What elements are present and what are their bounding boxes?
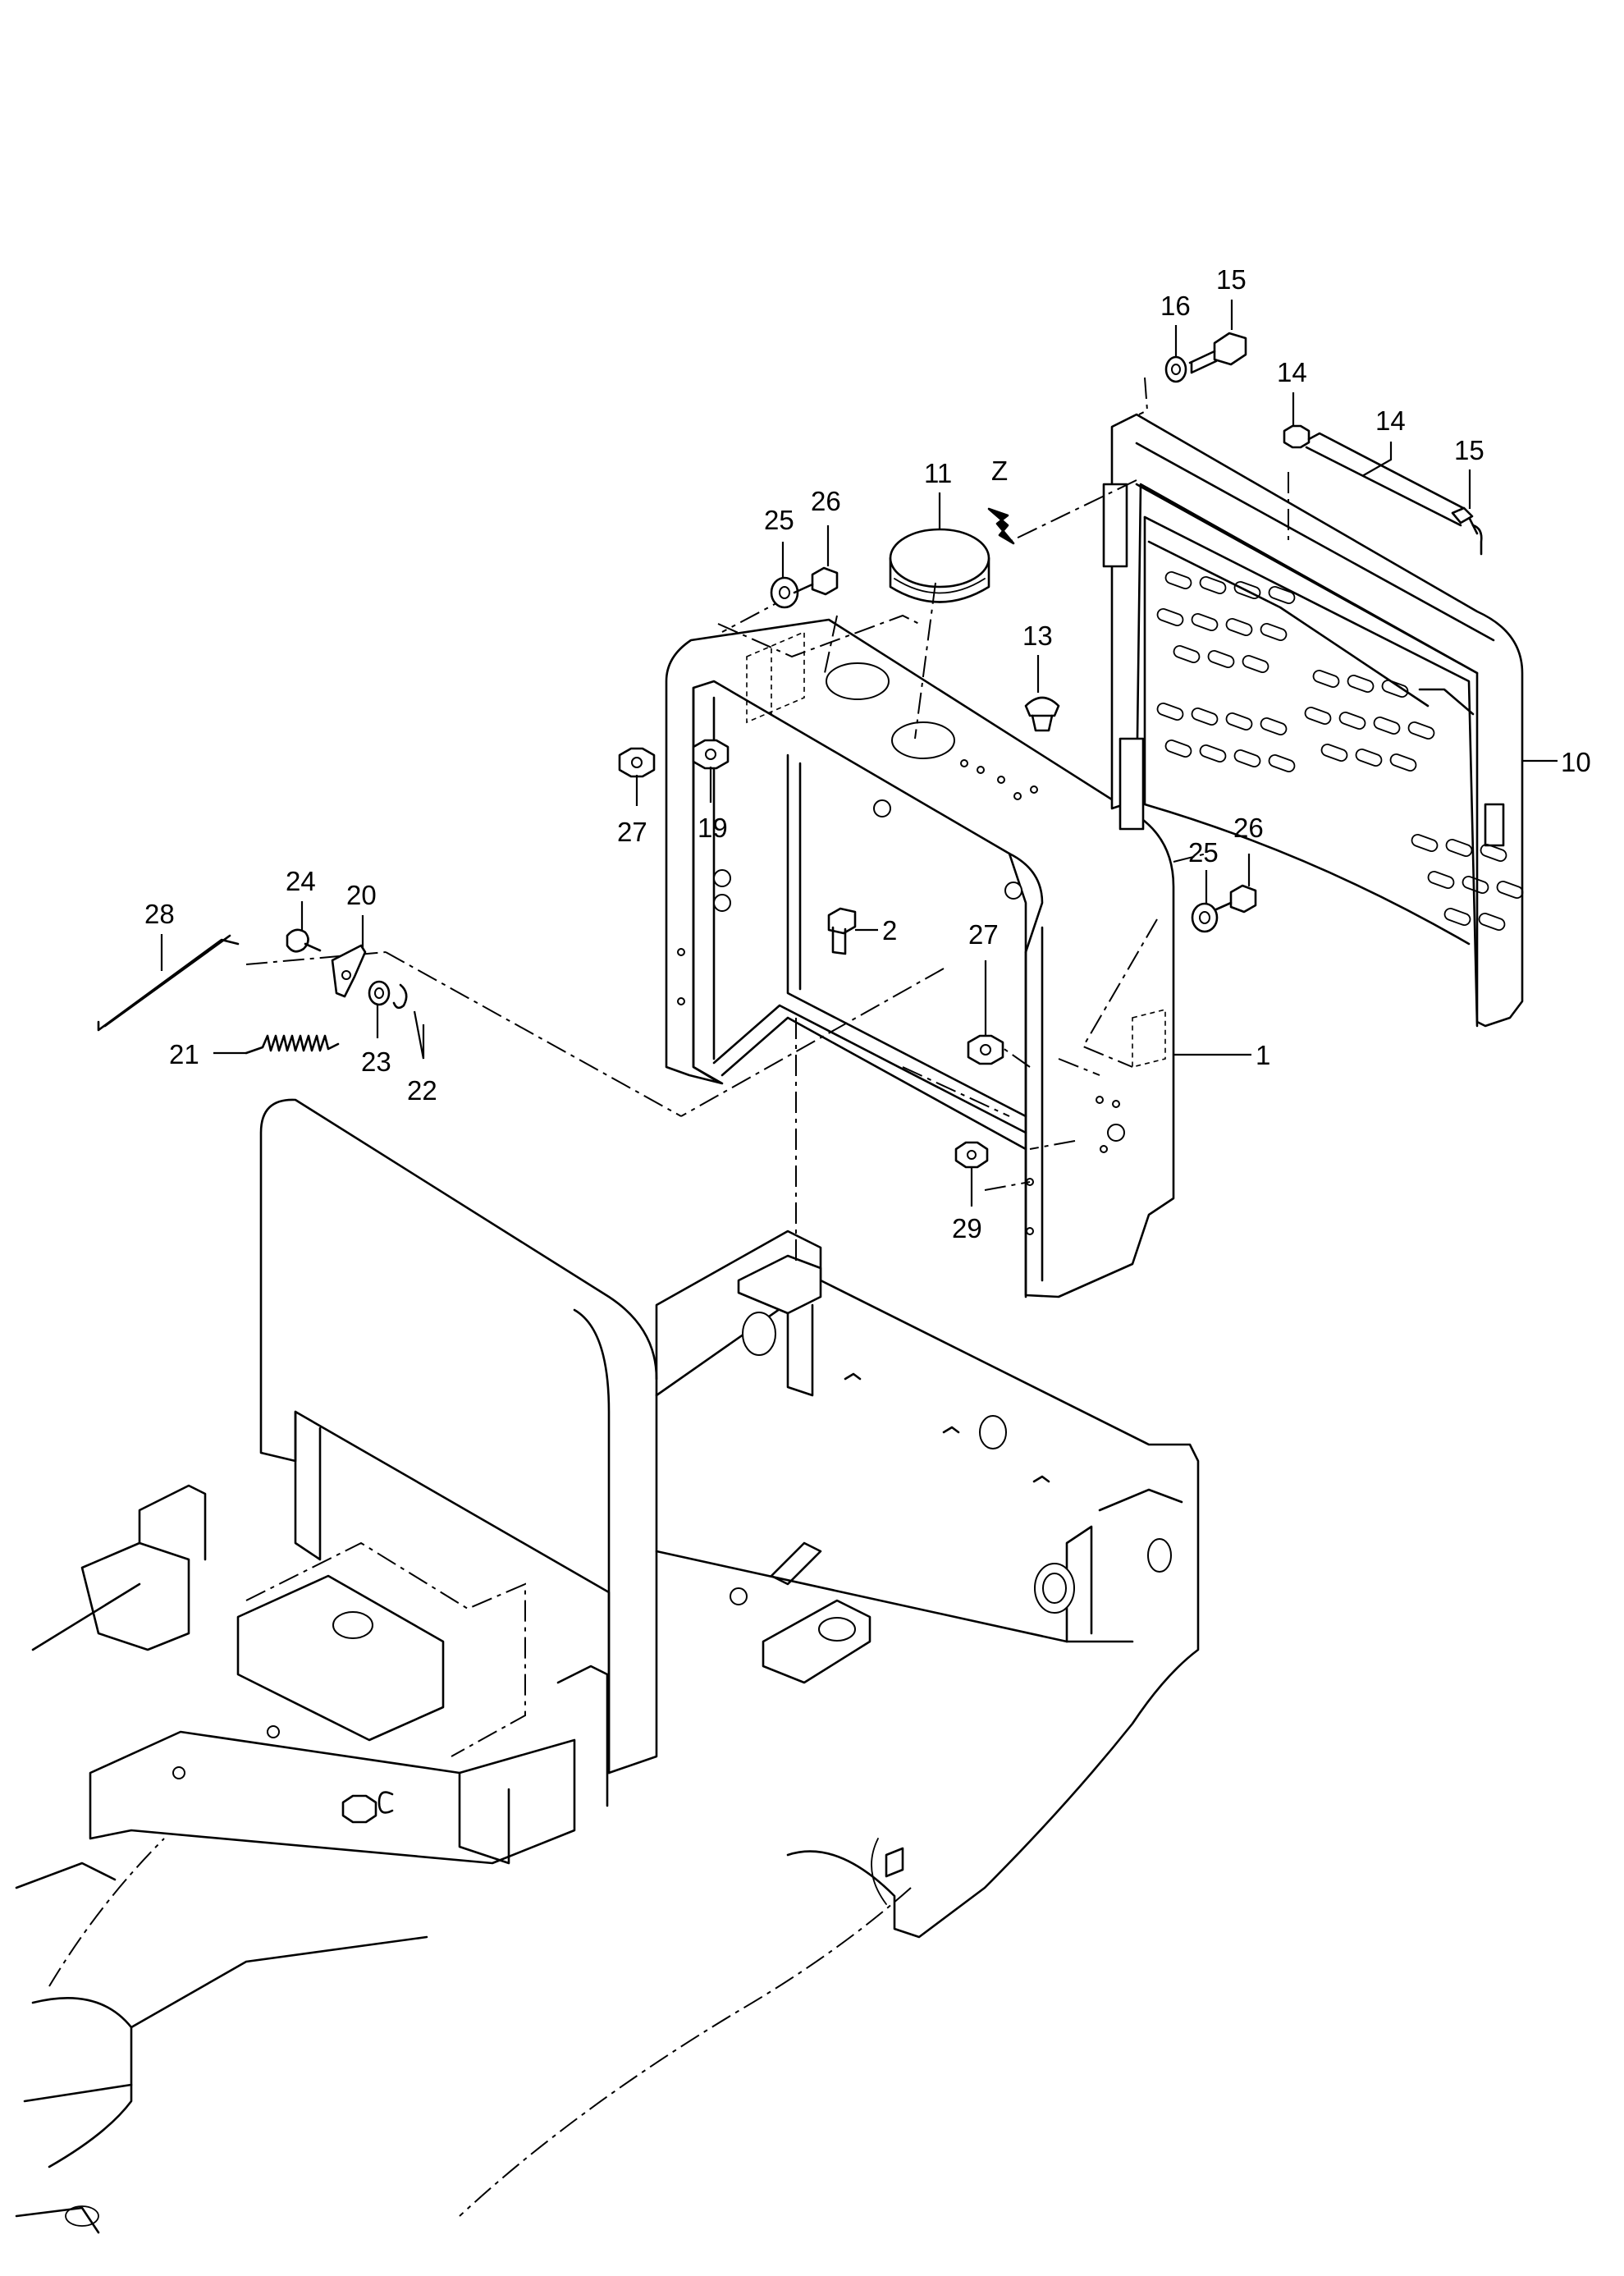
grille-slot (1207, 650, 1235, 668)
callout-15: 15 (1454, 435, 1484, 465)
callout-1: 1 (1256, 1040, 1270, 1070)
leader-lines (160, 300, 1558, 1207)
grille-slot (1462, 876, 1489, 894)
grille-slot (1225, 712, 1253, 730)
grille-slot (1191, 708, 1219, 726)
grille-slot (1156, 703, 1184, 721)
callout-2: 2 (882, 915, 897, 946)
grille-slot (1381, 680, 1409, 698)
grille-slot (1478, 913, 1506, 931)
hardware (97, 332, 1483, 1169)
grille-slot (1411, 834, 1439, 852)
callout-25-top: 25 (764, 505, 794, 535)
callout-17: 15 (1216, 264, 1247, 295)
grille-slot (1225, 618, 1253, 636)
callout-25-right: 25 (1188, 837, 1219, 868)
grille-slot (1260, 717, 1288, 735)
callout-27-right: 27 (968, 919, 999, 950)
grille-slot (1242, 655, 1269, 673)
grille-slots (1156, 571, 1524, 931)
grille-slot (1427, 871, 1455, 889)
callout-26-top: 26 (811, 486, 841, 516)
callout-13: 13 (1022, 621, 1053, 651)
callout-26-right: 26 (1233, 813, 1264, 843)
grille-slot (1373, 717, 1401, 735)
assembly-lines (245, 377, 1289, 1264)
grille-slot (1389, 753, 1417, 772)
grille-slot (1191, 613, 1219, 631)
callout-14: 14 (1375, 405, 1406, 436)
callout-22: 24 (286, 866, 316, 896)
grille-slot (1156, 608, 1184, 626)
grille-slot (1480, 844, 1507, 862)
grille-slot (1164, 740, 1192, 758)
grille-slot (1260, 623, 1288, 641)
callout-21: 21 (169, 1039, 199, 1069)
grille-slot (1355, 749, 1383, 767)
grille-slot (1496, 881, 1524, 899)
grille-slot (1268, 586, 1296, 604)
callout-10: 10 (1561, 747, 1591, 777)
callout-19: 19 (698, 813, 728, 843)
base-frame (15, 1098, 1200, 2234)
grille-slot (1268, 754, 1296, 772)
view-marker-z: Z (991, 456, 1008, 486)
grille-slot (1312, 670, 1340, 688)
callout-28: 28 (144, 899, 175, 929)
callout-18: 16 (1160, 291, 1191, 321)
grille-slot (1320, 744, 1348, 762)
part-10-rear-grille (1102, 413, 1524, 1028)
grille-slot (1443, 908, 1471, 926)
grille-slot (1445, 839, 1473, 857)
grille-slot (1199, 576, 1227, 594)
grille-slot (1338, 712, 1366, 730)
callout-24: 23 (361, 1046, 391, 1077)
callout-27-left: 27 (617, 817, 647, 847)
grille-slot (1407, 721, 1435, 740)
callout-20: 20 (346, 880, 377, 910)
callout-29: 29 (952, 1213, 982, 1243)
grille-slot (1173, 645, 1201, 663)
grille-slot (1164, 571, 1192, 589)
callout-23: 22 (407, 1075, 437, 1106)
grille-slot (1199, 744, 1227, 762)
callout-labels: 15 16 14 14 15 11 Z 26 25 13 10 27 19 25… (144, 264, 1591, 1243)
grille-slot (1233, 749, 1261, 767)
part-1-cover-frame (665, 618, 1175, 1298)
grille-slot (1304, 707, 1332, 725)
callout-16: 14 (1277, 357, 1307, 387)
part-11-cap (889, 507, 1015, 603)
grille-slot (1347, 675, 1375, 693)
callout-11: 11 (924, 458, 952, 488)
grille-slot (1233, 581, 1261, 599)
